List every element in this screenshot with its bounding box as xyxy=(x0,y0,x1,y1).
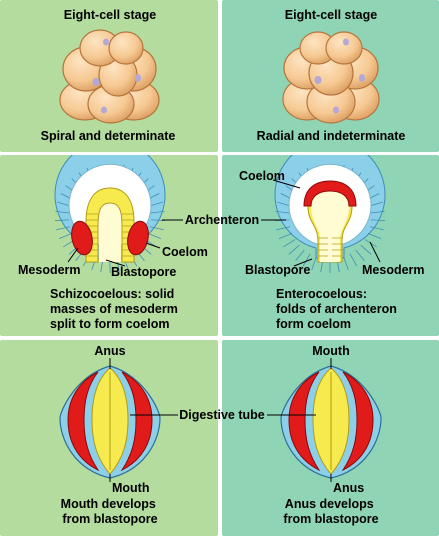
left-archenteron xyxy=(99,204,121,262)
protostome-body-plan xyxy=(59,365,161,479)
digestive-tube-label: Digestive tube xyxy=(179,408,264,422)
protostome-caption: Mouth develops from blastopore xyxy=(61,497,160,526)
ectoderm-cell-boundary xyxy=(311,256,317,271)
ectoderm-cell-boundary xyxy=(302,253,311,267)
row2-leader-lines xyxy=(67,179,381,267)
right-bottom-opening-label: Anus xyxy=(333,481,364,495)
ectoderm-cell-boundary xyxy=(295,249,305,262)
spiral-eight-cell-embryo xyxy=(59,29,160,124)
enterocoelous-embryo xyxy=(274,155,386,273)
ectoderm-cell-boundary xyxy=(283,239,296,248)
right-top-opening-label: Mouth xyxy=(312,344,349,358)
left-mesoderm-band-1 xyxy=(67,371,100,472)
ectoderm-cell-boundary xyxy=(147,233,162,240)
ectoderm-cell-boundary xyxy=(58,233,73,240)
left-coelom-label: Coelom xyxy=(162,245,208,259)
schizocoelous-caption: Schizocoelous: solid masses of mesoderm … xyxy=(50,287,181,331)
right-mesoderm-band-2 xyxy=(341,371,374,472)
right-cleavage-caption: Radial and indeterminate xyxy=(257,129,406,143)
left-mesoderm-mass-2 xyxy=(127,220,149,256)
ectoderm-cell-boundary xyxy=(370,219,385,221)
deuterostome-caption: Anus develops from blastopore xyxy=(283,497,378,526)
ectoderm-cell-boundary xyxy=(355,249,365,262)
left-endoderm xyxy=(85,187,135,263)
right-stage-label: Eight-cell stage xyxy=(285,8,377,22)
ectoderm-cell-boundary xyxy=(150,210,165,214)
ectoderm-cell-boundary xyxy=(55,219,70,221)
ectoderm-cell-boundary xyxy=(367,233,382,240)
ectoderm-cell-boundary xyxy=(370,210,385,214)
ectoderm-cell-boundary xyxy=(343,256,349,271)
schizocoelous-embryo xyxy=(54,155,166,273)
left-mesoderm-mass-1 xyxy=(71,220,93,256)
row3-leader-lines xyxy=(109,358,332,482)
ectoderm-cell-boundary xyxy=(349,253,358,267)
ectoderm-cell-boundary xyxy=(55,210,70,214)
deuterostome-body-plan xyxy=(280,365,382,479)
radial-eight-cell-embryo xyxy=(282,31,380,124)
left-mesoderm-label: Mesoderm xyxy=(18,263,81,277)
right-endoderm-cells xyxy=(318,237,342,257)
enterocoelous-caption: Enterocoelous: folds of archenteron form… xyxy=(276,287,400,331)
ectoderm-cell-boundary xyxy=(369,226,384,231)
ectoderm-cell-boundary xyxy=(288,244,300,255)
ectoderm-cell-boundary xyxy=(276,226,291,231)
right-blastopore-label: Blastopore xyxy=(245,263,310,277)
ectoderm-cell-boundary xyxy=(278,233,293,240)
right-coelom-label: Coelom xyxy=(239,169,285,183)
right-mesoderm-pouch xyxy=(303,180,357,207)
left-cleavage-caption: Spiral and determinate xyxy=(41,129,176,143)
left-top-opening-label: Anus xyxy=(94,344,125,358)
ectoderm-cell-boundary xyxy=(360,244,372,255)
ectoderm-cell-boundary xyxy=(56,226,71,231)
ectoderm-cell-boundary xyxy=(149,226,164,231)
right-mesoderm-band-1 xyxy=(288,371,321,472)
archenteron-label: Archenteron xyxy=(185,213,259,227)
left-blastopore-label: Blastopore xyxy=(111,265,176,279)
left-stage-label: Eight-cell stage xyxy=(64,8,156,22)
left-mesoderm-band-2 xyxy=(120,371,153,472)
right-mesoderm-label: Mesoderm xyxy=(362,263,425,277)
left-bottom-opening-label: Mouth xyxy=(112,481,149,495)
ectoderm-cell-boundary xyxy=(275,210,290,214)
